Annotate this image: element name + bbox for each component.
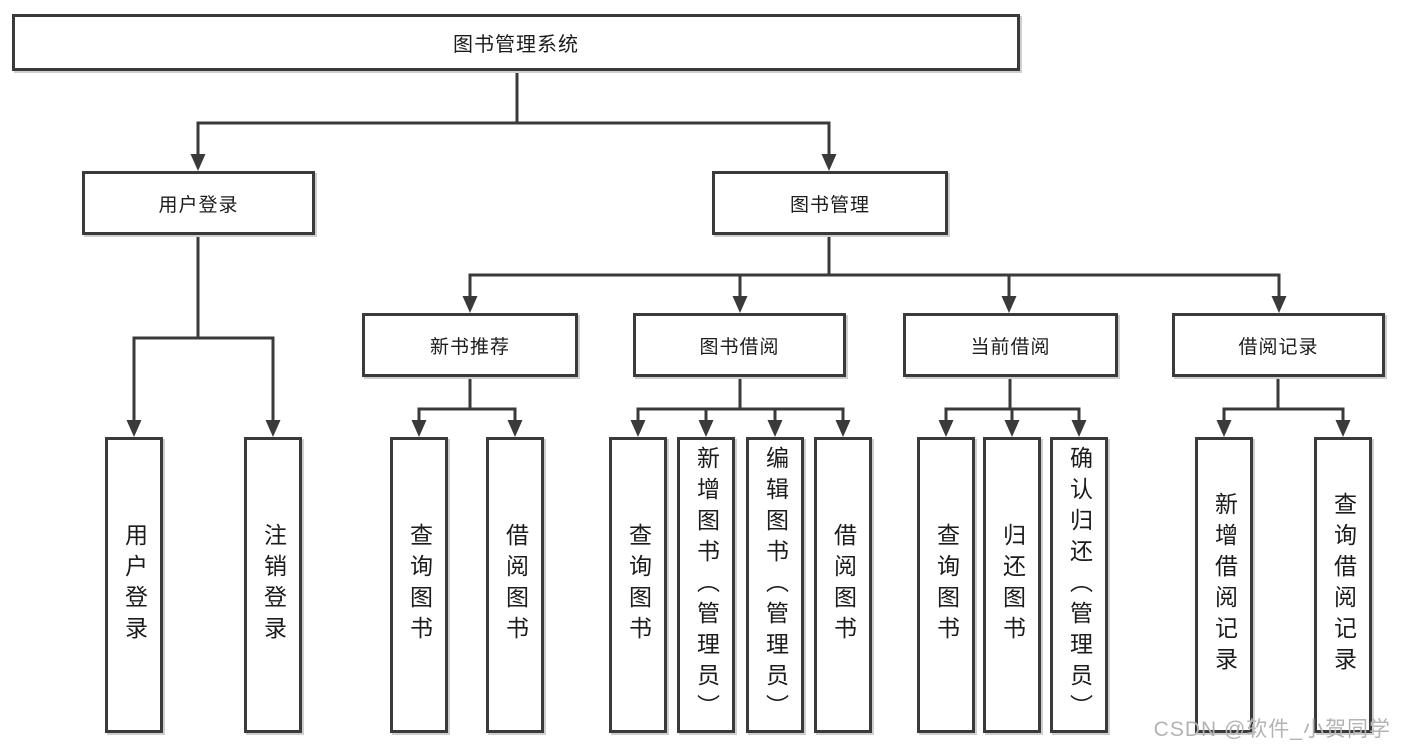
leaf-nb-borrow-books: 借阅图书 — [486, 437, 544, 733]
leaf-cb-confirm-return-admin-label: 确认归还（管理员） — [1066, 445, 1093, 725]
leaf-bb-borrow-books: 借阅图书 — [814, 437, 872, 733]
node-book-management-label: 图书管理 — [789, 194, 870, 216]
leaf-br-add-record-label: 新增借阅记录 — [1211, 492, 1238, 678]
connector-new-book-recommend-to-leaves — [417, 375, 517, 426]
leaf-logout: 注销登录 — [244, 437, 302, 733]
leaf-br-query-record: 查询借阅记录 — [1314, 437, 1372, 733]
leaf-bb-add-books-admin: 新增图书（管理员） — [677, 437, 735, 733]
node-borrow-records-label: 借阅记录 — [1238, 336, 1319, 358]
connector-current-borrow-to-leaves — [944, 375, 1081, 426]
leaf-bb-edit-books-admin-label: 编辑图书（管理员） — [762, 445, 789, 725]
leaf-nb-borrow-books-label: 借阅图书 — [502, 523, 529, 647]
leaf-user-login-label: 用户登录 — [121, 523, 148, 647]
node-current-borrow: 当前借阅 — [903, 313, 1118, 377]
leaf-br-add-record: 新增借阅记录 — [1195, 437, 1253, 733]
node-root-label: 图书管理系统 — [453, 34, 579, 56]
node-new-book-recommend: 新书推荐 — [362, 313, 578, 377]
leaf-cb-return-books: 归还图书 — [983, 437, 1041, 733]
leaf-logout-label: 注销登录 — [260, 523, 287, 647]
leaf-cb-confirm-return-admin: 确认归还（管理员） — [1050, 437, 1108, 733]
node-borrow-records: 借阅记录 — [1172, 313, 1385, 377]
node-book-borrow-label: 图书借阅 — [699, 336, 780, 358]
connector-user-login-to-leaves — [132, 233, 275, 426]
connector-book-management-to-level2 — [468, 233, 1281, 302]
leaf-nb-query-books-label: 查询图书 — [406, 523, 433, 647]
leaf-bb-query-books: 查询图书 — [609, 437, 667, 733]
node-new-book-recommend-label: 新书推荐 — [429, 336, 510, 358]
node-book-borrow: 图书借阅 — [633, 313, 846, 377]
leaf-bb-add-books-admin-label: 新增图书（管理员） — [693, 445, 720, 725]
leaf-bb-query-books-label: 查询图书 — [625, 523, 652, 647]
leaf-nb-query-books: 查询图书 — [390, 437, 448, 733]
leaf-bb-borrow-books-label: 借阅图书 — [830, 523, 857, 647]
connector-book-borrow-to-leaves — [636, 375, 845, 426]
node-current-borrow-label: 当前借阅 — [970, 336, 1051, 358]
node-book-management: 图书管理 — [712, 171, 948, 235]
connector-root-to-level1 — [196, 69, 831, 160]
leaf-br-query-record-label: 查询借阅记录 — [1330, 492, 1357, 678]
leaf-cb-query-books-label: 查询图书 — [933, 523, 960, 647]
watermark: CSDN @软件_小贺同学 — [1153, 718, 1391, 741]
node-user-login-label: 用户登录 — [158, 194, 239, 216]
node-root: 图书管理系统 — [12, 14, 1020, 71]
node-user-login: 用户登录 — [82, 171, 315, 235]
leaf-bb-edit-books-admin: 编辑图书（管理员） — [746, 437, 804, 733]
connector-borrow-records-to-leaves — [1222, 375, 1345, 426]
leaf-cb-return-books-label: 归还图书 — [999, 523, 1026, 647]
leaf-user-login: 用户登录 — [105, 437, 163, 733]
leaf-cb-query-books: 查询图书 — [917, 437, 975, 733]
